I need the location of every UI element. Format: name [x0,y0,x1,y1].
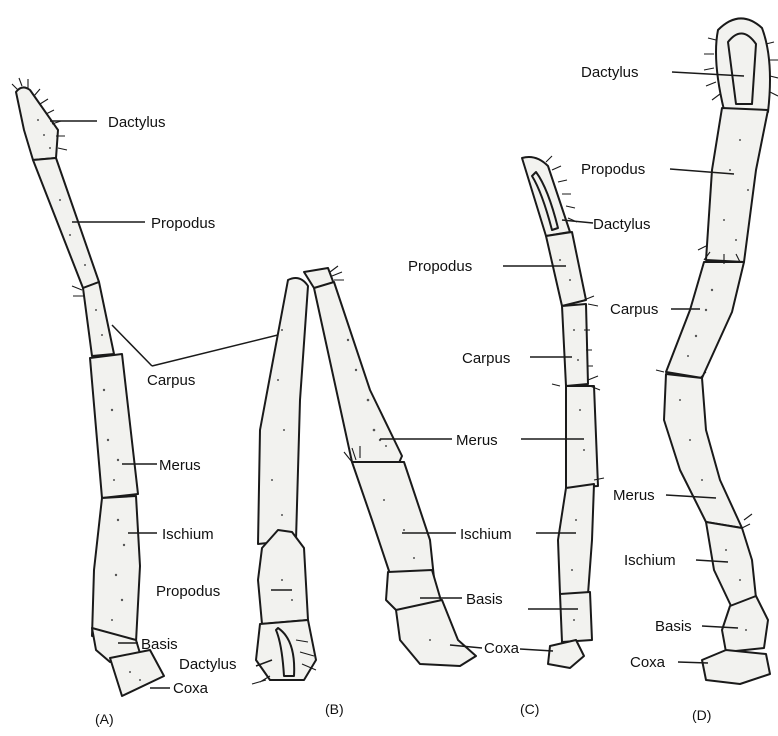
c-carpus-shape [562,304,588,386]
d-carpus-label: Carpus [610,301,658,318]
b-coxa-shape [396,600,476,666]
c-dactylus-label: Dactylus [593,216,651,233]
c-ischium-shape [558,484,594,594]
d-basis-shape [722,596,768,652]
a-ischium-shape [92,496,140,642]
a-coxa-label: Coxa [173,680,209,697]
a-carpus-shape [83,282,114,356]
d-dactylus-label: Dactylus [581,64,639,81]
c-caption: (C) [520,701,539,717]
d-basis-label: Basis [655,618,692,635]
a-merus-label: Merus [159,457,201,474]
a-basis-label: Basis [141,636,178,653]
a-propodus-shape [33,158,99,288]
c-coxa-shape [548,640,584,668]
c-propodus-label: Propodus [408,258,472,275]
a-coxa-shape [110,650,164,696]
a-propodus-label: Propodus [151,215,215,232]
b-caption: (B) [325,701,344,717]
d-caption: (D) [692,707,711,723]
figure-a: Dactylus Propodus Carpus Merus Ischium B… [12,78,298,727]
c-ischium-label: Ischium [460,526,512,543]
figure-d: Dactylus Propodus Carpus Merus Ischium B… [581,18,778,723]
b-propodus-label: Propodus [156,583,220,600]
c-propodus-shape [546,232,586,306]
d-merus-shape [664,374,742,528]
b-merus-right-shape [314,282,402,474]
b-dactylus-label: Dactylus [179,656,237,673]
a-caption: (A) [95,711,114,727]
a-carpus-label: Carpus [147,372,195,389]
d-coxa-label: Coxa [630,654,666,671]
d-carpus-shape [666,262,744,378]
b-merus-left-shape [258,278,308,544]
a-merus-shape [90,354,138,498]
b-ischium-shape [352,462,434,578]
c-basis-shape [560,592,592,642]
d-coxa-shape [702,650,770,684]
c-merus-shape [566,386,598,488]
c-carpus-label: Carpus [462,350,510,367]
c-merus-label: Merus [456,432,498,449]
b-propodus-shape [258,530,308,624]
figure-b: Propodus Dactylus (B) [156,266,482,717]
d-ischium-label: Ischium [624,552,676,569]
c-basis-label: Basis [466,591,503,608]
a-dactylus-shape [16,87,58,160]
a-ischium-label: Ischium [162,526,214,543]
d-propodus-label: Propodus [581,161,645,178]
d-propodus-shape [706,108,768,262]
d-ischium-shape [706,522,756,608]
c-coxa-label: Coxa [484,640,520,657]
a-dactylus-label: Dactylus [108,114,166,131]
d-merus-label: Merus [613,487,655,504]
